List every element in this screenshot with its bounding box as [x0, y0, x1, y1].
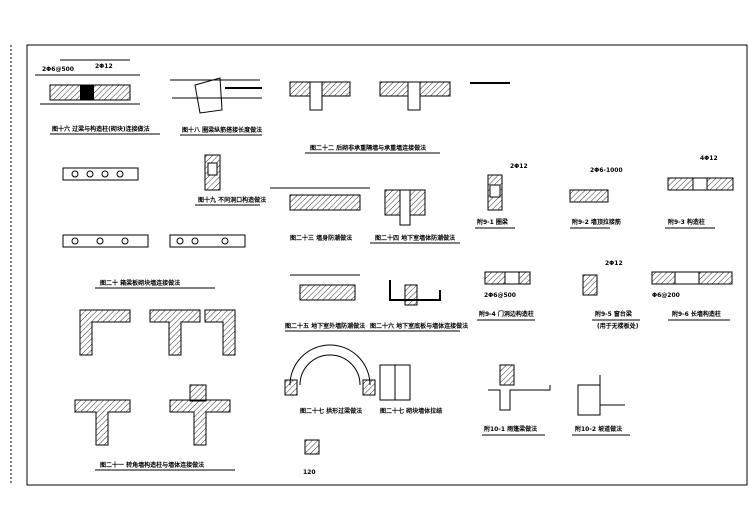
rebar-label: 2Φ6@500	[484, 292, 516, 299]
caption-a9-3: 附9-3 构造柱	[668, 218, 705, 226]
rebar-label: 2Φ6-1000	[590, 167, 623, 174]
caption-fig25: 图二十五 地下室外墙防潮做法	[285, 322, 365, 330]
dim-label: 120	[303, 469, 316, 476]
caption-fig22: 图二十二 后砌非承重隔墙与承重墙连接做法	[310, 144, 426, 152]
rebar-label: 2Φ12	[510, 163, 528, 170]
caption-a10-1: 附10-1 雨篷梁做法	[484, 425, 537, 433]
rebar-label: 4Φ12	[700, 155, 718, 162]
detail-fig23-24: 图二十三 墙身防潮做法 图二十四 地下室墙体防潮做法	[270, 187, 460, 244]
caption-a10-2: 附10-2 坡道做法	[575, 425, 622, 433]
detail-appendix9: 2Φ12 附9-1 圈梁 2Φ6-1000 附9-2 墙顶拉接筋 4Φ12 附9…	[475, 155, 734, 330]
rebar-label: 2Φ12	[95, 63, 113, 70]
detail-fig19-20: 图十九 不同洞口构造做法 图二十 箱梁板砌块墙连接做法	[62, 154, 266, 289]
caption-fig16: 图十六 过梁与构造柱(砌块)连接做法	[52, 125, 150, 133]
rebar-label: Φ6@200	[652, 292, 680, 299]
caption-fig21: 图二十一 转角墙构造柱与墙体连接做法	[100, 461, 204, 469]
caption-fig27: 图二十七 拱形过梁做法	[300, 407, 362, 415]
caption-a9-2: 附9-2 墙顶拉接筋	[572, 218, 621, 226]
caption-fig18: 图十八 圈梁纵筋搭接长度做法	[182, 126, 262, 134]
caption-fig23: 图二十三 墙身防潮做法	[290, 234, 352, 242]
drawing-frame	[26, 44, 748, 486]
caption-a9-1: 附9-1 圈梁	[477, 218, 508, 226]
caption-fig24: 图二十四 地下室墙体防潮做法	[375, 234, 455, 242]
caption-fig27b: 图二十七 砌块墙体拉结	[380, 407, 442, 415]
caption-fig20: 图二十 箱梁板砌块墙连接做法	[100, 279, 180, 287]
detail-appendix10: 附10-1 雨篷梁做法 附10-2 坡道做法	[482, 364, 630, 436]
caption-a9-4: 附9-4 门洞边构造柱	[479, 310, 534, 318]
caption-a9-5-note: (用于无楼板处)	[597, 322, 639, 330]
rebar-label: 2Φ6@500	[42, 66, 74, 73]
detail-fig16: 2Φ6@500 2Φ12 图十六 过梁与构造柱(砌块)连接做法	[35, 59, 160, 135]
detail-fig25-26: 图二十五 地下室外墙防潮做法 图二十六 地下室底板与墙体连接做法	[285, 274, 468, 332]
detail-fig18: 图十八 圈梁纵筋搭接长度做法	[170, 77, 262, 136]
rebar-label: 2Φ12	[605, 260, 623, 267]
detail-fig22: 图二十二 后砌非承重隔墙与承重墙连接做法	[289, 81, 510, 154]
caption-a9-5: 附9-5 窗台梁	[595, 310, 632, 318]
detail-fig21: 图二十一 转角墙构造柱与墙体连接做法	[74, 309, 236, 471]
caption-a9-6: 附9-6 长墙构造柱	[672, 310, 721, 318]
detail-fig27: 图二十七 拱形过梁做法 图二十七 砌块墙体拉结 120	[284, 344, 442, 476]
caption-fig19: 图十九 不同洞口构造做法	[198, 196, 266, 204]
caption-fig26: 图二十六 地下室底板与墙体连接做法	[370, 322, 468, 330]
